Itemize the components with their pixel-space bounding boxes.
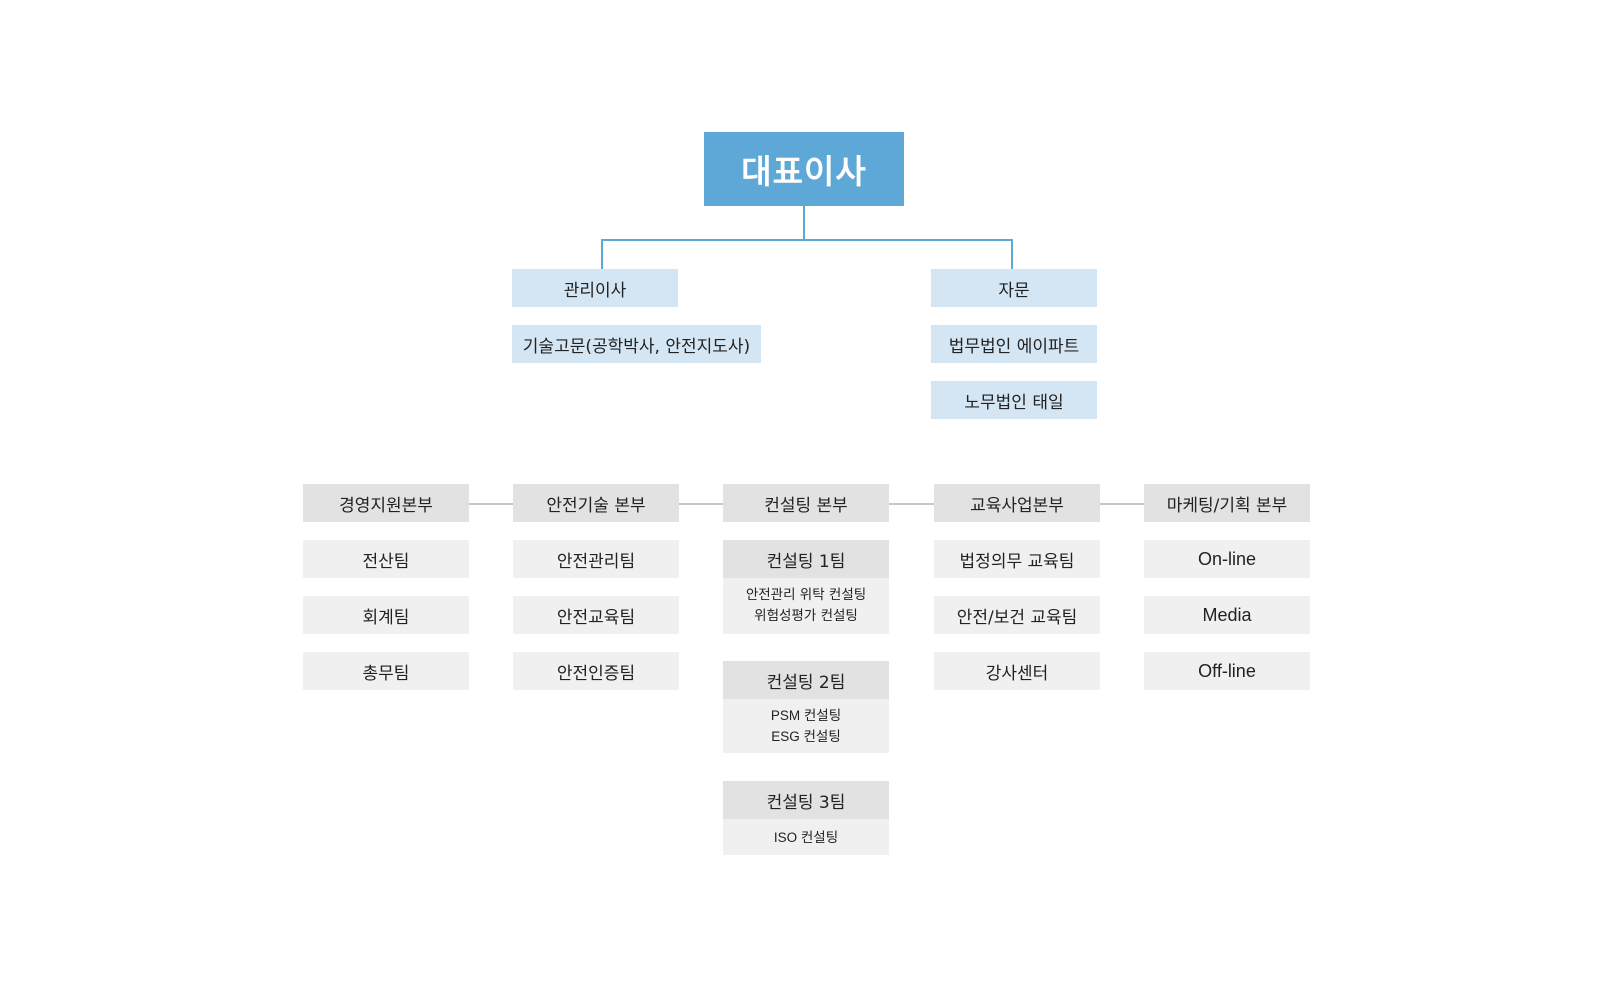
- team-box-offline: Off-line: [1144, 652, 1310, 690]
- team-box: 안전관리팀: [513, 540, 679, 578]
- team-box: 법정의무 교육팀: [934, 540, 1100, 578]
- management-director-box: 관리이사: [512, 269, 678, 307]
- consulting-team-3-header: 컨설팅 3팀: [723, 781, 889, 819]
- division-connector: [679, 503, 723, 505]
- division-header-management-support: 경영지원본부: [303, 484, 469, 522]
- service-item: ESG 컨설팅: [771, 729, 841, 744]
- service-item: 위험성평가 컨설팅: [754, 608, 858, 624]
- team-box: 안전/보건 교육팀: [934, 596, 1100, 634]
- service-item: ISO 컨설팅: [773, 829, 839, 845]
- division-header-safety-technology: 안전기술 본부: [513, 484, 679, 522]
- division-connector: [469, 503, 513, 505]
- executive-connector-horizontal: [601, 239, 1013, 241]
- team-box-media: Media: [1144, 596, 1310, 634]
- advisory-box: 자문: [931, 269, 1097, 307]
- team-box: 회계팀: [303, 596, 469, 634]
- team-box-online: On-line: [1144, 540, 1310, 578]
- management-connector-vertical: [601, 239, 603, 269]
- consulting-team-1-services: 안전관리 위탁 컨설팅 위험성평가 컨설팅: [723, 578, 889, 634]
- law-firm-box: 법무법인 에이파트: [931, 325, 1097, 363]
- labor-firm-box: 노무법인 태일: [931, 381, 1097, 419]
- division-connector: [889, 503, 934, 505]
- service-item: PSM 컨설팅: [770, 708, 842, 723]
- team-box: 총무팀: [303, 652, 469, 690]
- technical-advisor-box: 기술고문(공학박사, 안전지도사): [512, 325, 761, 363]
- team-box: 안전교육팀: [513, 596, 679, 634]
- consulting-team-2-services: PSM 컨설팅 ESG 컨설팅: [723, 699, 889, 753]
- advisory-connector-vertical: [1011, 239, 1013, 269]
- consulting-team-2-header: 컨설팅 2팀: [723, 661, 889, 699]
- division-header-education: 교육사업본부: [934, 484, 1100, 522]
- ceo-box: 대표이사: [704, 132, 904, 206]
- consulting-team-3-services: ISO 컨설팅: [723, 819, 889, 855]
- service-item: 안전관리 위탁 컨설팅: [745, 587, 867, 603]
- division-header-consulting: 컨설팅 본부: [723, 484, 889, 522]
- division-connector: [1100, 503, 1144, 505]
- ceo-connector-vertical: [803, 206, 805, 241]
- division-header-marketing: 마케팅/기획 본부: [1144, 484, 1310, 522]
- team-box: 강사센터: [934, 652, 1100, 690]
- team-box: 전산팀: [303, 540, 469, 578]
- consulting-team-1-header: 컨설팅 1팀: [723, 540, 889, 578]
- team-box: 안전인증팀: [513, 652, 679, 690]
